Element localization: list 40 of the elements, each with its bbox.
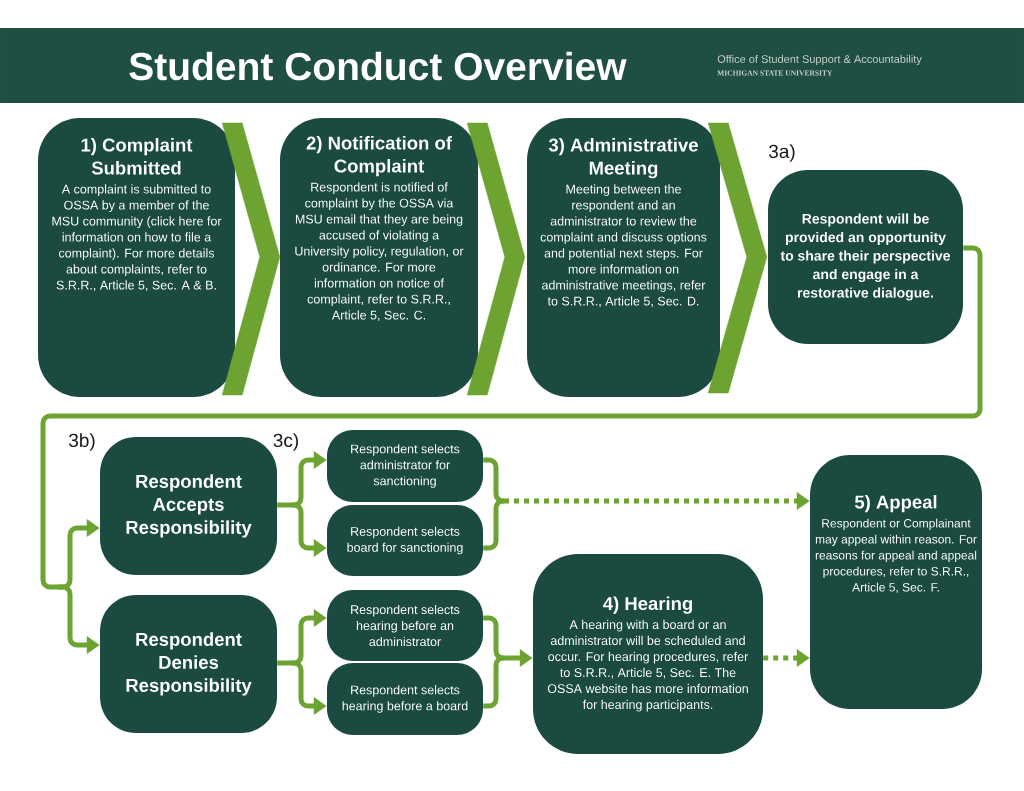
pill-box [327,590,483,661]
box-text: Respondent selects hearing before a board [342,685,468,713]
box-text: Respondent selects board for sanctioning [347,526,463,555]
step-title: 3) Administrative Meeting [548,138,698,179]
connector-line [483,655,506,709]
step-description: A complaint is submitted to OSSA by a member of the MSU community (click here for information on how to file a complaint). For more details about complaints, refer to S.R.R., Article 5, Sec. A & B. [52,184,222,291]
connector-line [277,502,292,508]
office-name: Office of Student Support & Accountability [717,54,922,66]
box-text: Respondent selects administrator for sanctioning [351,444,460,488]
box-text: Respondent will be provided an opportunity to share their perspective and engage in a restorative dialogue. [780,213,950,301]
box-text: Respondent selects hearing before an administrator [351,604,460,647]
step-box [38,118,235,397]
connector-line [483,457,506,504]
step-box [810,455,982,709]
step-title: 5) Appeal [854,495,937,513]
chevron-arrow [707,122,768,394]
step-title: 4) Hearing [603,596,692,614]
step-label: 3c) [273,433,298,451]
rounded-box [768,170,963,344]
pill-box [327,430,483,502]
rounded-box [100,595,277,733]
pill-box [327,505,483,576]
chevron-arrow [466,122,526,396]
step-label: 3a) [769,144,795,162]
step-description: Meeting between the respondent and an administrator to review the complaint and discuss options and potential next steps. For more information on administrative meetings, refer to S.R.R., Article 5, Sec. D. [540,184,707,307]
box-text: Respondent Denies Responsibility [126,632,252,696]
step-title: 2) Notification of Complaint [306,136,452,177]
step-label: 3b) [69,433,95,451]
step-box [533,554,763,754]
title: Student Conduct Overview [129,51,627,81]
connector-line [277,660,292,666]
connector-line [483,615,506,661]
step-box [280,118,478,397]
step-description: Respondent is notified of complaint by the OSSA via MSU email that they are being accused of violating a University policy, regulation, or ordinance. For more information on notice of complaint, refer to S.R.R., Article 5, Sec. C. [295,182,464,321]
step-title: 1) Complaint Submitted [81,138,193,175]
step-box [527,118,720,397]
box-text: Respondent Accepts Responsibility [126,474,252,538]
pill-box [327,663,483,735]
step-description: Respondent or Complainant may appeal within reason. For reasons for appeal and appeal procedures, refer to S.R.R., Article 5, Sec. F. [815,518,977,593]
step-description: A hearing with a board or an administrator will be scheduled and occur. For hearing procedures, refer to S.R.R., Article 5, Sec. E. The OSSA website has more information for hearing participants. [547,619,749,712]
